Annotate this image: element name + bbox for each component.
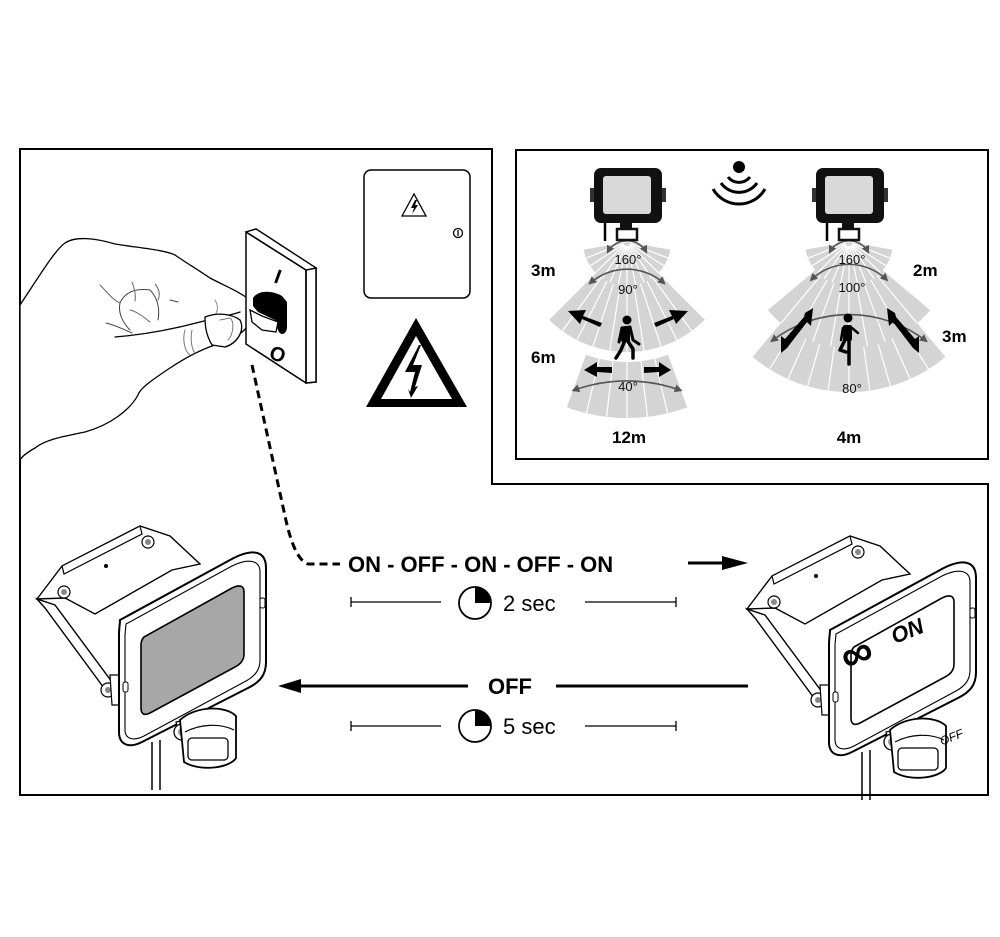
arrow-up-right-icon bbox=[654, 310, 688, 327]
switch-duration-row: 2 sec bbox=[350, 586, 677, 620]
right-angle-100: 100° bbox=[839, 280, 866, 295]
double-arrow-icon bbox=[781, 308, 813, 353]
zone-divider bbox=[812, 279, 836, 342]
sensor-panel-frame bbox=[515, 149, 989, 460]
floodlight-permanent-on bbox=[744, 535, 977, 800]
floodlight-icon bbox=[590, 168, 666, 242]
left-angle-160: 160° bbox=[615, 252, 642, 267]
high-voltage-warning-icon bbox=[400, 192, 428, 217]
floodlight-icon bbox=[812, 168, 888, 242]
left-distance-3m: 3m bbox=[531, 261, 556, 280]
right-distance-4m: 4m bbox=[837, 428, 862, 447]
left-distance-12m: 12m bbox=[612, 428, 646, 447]
zone-divider bbox=[592, 279, 616, 347]
reset-duration-row: 5 sec bbox=[350, 709, 677, 743]
arrow-left-icon bbox=[584, 362, 612, 377]
left-distance-6m: 6m bbox=[531, 348, 556, 367]
double-arrow-icon bbox=[887, 308, 919, 353]
right-distance-3m: 3m bbox=[942, 327, 967, 346]
angle-arc bbox=[571, 380, 683, 393]
switch-rocker bbox=[253, 291, 287, 334]
wall-switch: I O bbox=[244, 228, 318, 384]
angle-arc bbox=[588, 268, 666, 285]
floodlight-lens bbox=[850, 595, 955, 726]
right-angle-80: 80° bbox=[842, 381, 862, 396]
reset-off-label: OFF bbox=[488, 674, 532, 699]
angle-arc bbox=[809, 263, 889, 282]
movement-arrows bbox=[568, 308, 919, 377]
zone-divider bbox=[638, 279, 662, 347]
right-angle-160: 160° bbox=[839, 252, 866, 267]
switch-pattern-label: ON - OFF - ON - OFF - ON bbox=[348, 552, 613, 577]
arrow-right-icon bbox=[644, 362, 671, 377]
switch-sequence-connector bbox=[250, 364, 340, 566]
floodlight-off bbox=[34, 525, 267, 790]
zone-divider bbox=[576, 277, 610, 341]
zone-divider bbox=[632, 281, 645, 351]
reset-duration-label: 5 sec bbox=[503, 714, 556, 739]
zone-divider bbox=[609, 281, 622, 351]
hand-illustration bbox=[19, 237, 253, 461]
motion-wave-icon bbox=[711, 161, 767, 206]
switch-off-symbol: O bbox=[266, 342, 288, 368]
high-voltage-warning-sign bbox=[366, 318, 467, 407]
arrow-right-icon bbox=[722, 556, 748, 570]
left-angle-40: 40° bbox=[618, 379, 638, 394]
lock-icon bbox=[452, 227, 464, 239]
switch-duration-label: 2 sec bbox=[503, 591, 556, 616]
timer-icon bbox=[458, 709, 492, 743]
sequence-on-row: ON - OFF - ON - OFF - ON bbox=[348, 552, 748, 577]
zone-divider bbox=[862, 279, 886, 342]
sequence-off-row: OFF bbox=[278, 674, 748, 699]
arrow-left-icon bbox=[278, 679, 301, 693]
right-distance-2m: 2m bbox=[913, 261, 938, 280]
timer-icon bbox=[458, 586, 492, 620]
zone-divider bbox=[644, 277, 678, 341]
detection-zone-side-approach bbox=[549, 239, 705, 418]
outer-frame bbox=[19, 148, 989, 796]
left-angle-90: 90° bbox=[618, 282, 638, 297]
walking-person-icon bbox=[838, 313, 860, 366]
walking-person-icon bbox=[614, 315, 641, 360]
arrow-up-left-icon bbox=[568, 310, 602, 327]
floodlight-lens bbox=[140, 585, 245, 716]
distribution-box bbox=[363, 169, 471, 299]
